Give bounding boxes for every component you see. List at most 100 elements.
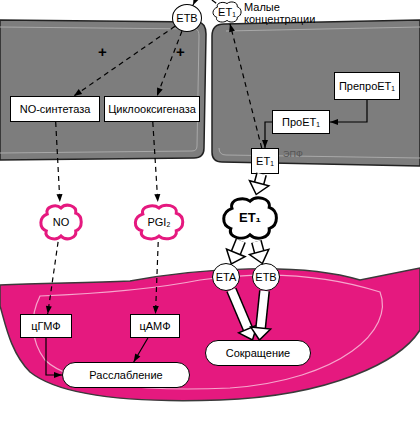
connector-line <box>230 24 262 148</box>
node-text: ПроET₁ <box>282 116 320 128</box>
receptor-circle: ETB <box>172 4 202 32</box>
arrow-head <box>250 181 269 195</box>
connector-line <box>157 31 182 96</box>
arrow-head <box>250 249 269 263</box>
node-text: ETB <box>255 271 276 283</box>
connector-line <box>261 291 265 328</box>
enzyme-label: ЭПФ <box>283 150 313 160</box>
signal-arrow <box>250 174 269 195</box>
process-box: ПрепроET₁ <box>334 72 400 100</box>
molecule-cloud: PGI₂ <box>132 202 186 242</box>
connector-line <box>330 100 367 122</box>
process-box: NO-синтетаза <box>10 96 100 122</box>
connector-line <box>153 122 158 202</box>
pathway-arrow <box>74 26 175 96</box>
cloud-shape <box>41 205 81 239</box>
outcome-box: Расслабление <box>62 362 190 388</box>
arrow-head <box>193 0 199 5</box>
pathway-arrow <box>153 122 161 202</box>
connector-outline <box>261 291 265 328</box>
signal-arrow <box>251 291 271 340</box>
node-text: ET₁ <box>256 155 274 167</box>
node-text: NO-синтетаза <box>20 103 91 115</box>
arrow-head <box>46 306 52 314</box>
arrow-head <box>262 140 268 148</box>
arrow-head <box>239 325 257 340</box>
connector-line <box>236 241 241 253</box>
pathway-arrow <box>157 31 182 96</box>
signal-arrow <box>231 290 257 340</box>
arrow-head <box>74 89 82 96</box>
pathway-arrow <box>46 338 62 378</box>
connector-outline <box>236 241 241 253</box>
molecule-cloud: NO <box>38 202 84 242</box>
node-text: Расслабление <box>89 369 162 381</box>
process-box: цГМФ <box>20 314 72 338</box>
connector-line <box>156 242 159 314</box>
node-text: ET₁ <box>239 211 261 225</box>
connector-line <box>46 338 62 375</box>
arrow-head <box>154 194 160 202</box>
connector-line <box>56 122 60 202</box>
pathway-arrow <box>330 100 367 125</box>
plus-sign: + <box>176 44 188 61</box>
connector-outline <box>231 290 248 329</box>
node-text: цГМФ <box>31 320 60 332</box>
connector-line <box>259 174 262 183</box>
arrow-head <box>57 194 63 202</box>
process-box: цАМФ <box>130 314 180 338</box>
arrow-head <box>134 354 141 362</box>
node-text: Сокращение <box>226 347 291 359</box>
connector-line <box>48 242 58 314</box>
endothelial-cell <box>212 20 420 166</box>
connector-outline <box>259 174 262 183</box>
cell-membrane-line <box>219 27 420 158</box>
cell-membrane-line <box>33 275 382 389</box>
node-text: ETA <box>216 271 237 283</box>
molecule-cloud: ET₁ <box>211 0 243 24</box>
cell-membrane-line <box>0 27 199 153</box>
connector-outline <box>256 242 259 252</box>
pathway-arrow <box>153 242 159 314</box>
arrow-head <box>330 119 338 125</box>
pathway-arrow <box>262 122 272 148</box>
connector-line <box>134 338 148 362</box>
node-text: NO <box>53 216 70 228</box>
node-text: ET₁ <box>218 6 236 18</box>
process-box: Циклооксигеназа <box>104 96 200 122</box>
endothelial-cell <box>0 20 206 160</box>
node-text: ПрепроET₁ <box>339 80 395 92</box>
pathway-arrow <box>193 0 216 5</box>
cloud-shape <box>213 2 241 22</box>
plus-sign: + <box>98 44 110 61</box>
signal-arrow <box>227 241 246 264</box>
node-text: PGI₂ <box>147 216 170 228</box>
pathway-arrow <box>229 24 262 148</box>
arrow-head <box>153 306 159 314</box>
connector-line <box>231 290 248 329</box>
connector-line <box>193 0 216 5</box>
note-text: Малые концентрации <box>244 1 320 25</box>
cloud-shape <box>224 198 277 238</box>
outcome-box: Сокращение <box>205 340 311 366</box>
arrow-head <box>251 327 271 340</box>
connector-line <box>265 122 272 148</box>
arrow-head <box>227 249 246 264</box>
pathway-arrow <box>56 122 63 202</box>
connector-line <box>74 26 175 96</box>
arrow-head <box>54 372 62 378</box>
arrow-head <box>157 88 163 97</box>
node-text: ETB <box>176 12 197 24</box>
cloud-shape <box>135 205 182 239</box>
connector-line <box>256 242 259 252</box>
process-box: ET₁ <box>251 148 279 174</box>
molecule-cloud: ET₁ <box>220 194 280 242</box>
pathway-arrow <box>134 338 148 362</box>
pathway-arrow <box>46 242 58 314</box>
receptor-circle: ETB <box>252 263 280 291</box>
signal-arrow <box>250 242 269 264</box>
node-text: цАМФ <box>139 320 170 332</box>
node-text: Циклооксигеназа <box>108 103 196 115</box>
